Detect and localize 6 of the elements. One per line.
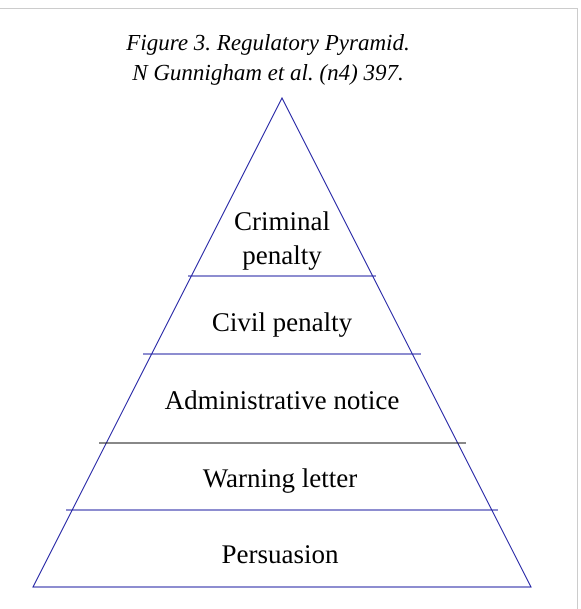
tier-label: Criminal penalty: [233, 205, 331, 272]
tier-label: Administrative notice: [164, 384, 400, 417]
tier-label: Warning letter: [202, 462, 358, 495]
tier-label: Civil penalty: [212, 306, 352, 339]
figure-title: Figure 3. Regulatory Pyramid. N Gunnigham et al. (n4) 397.: [125, 29, 411, 87]
tier-label: Persuasion: [222, 538, 338, 570]
